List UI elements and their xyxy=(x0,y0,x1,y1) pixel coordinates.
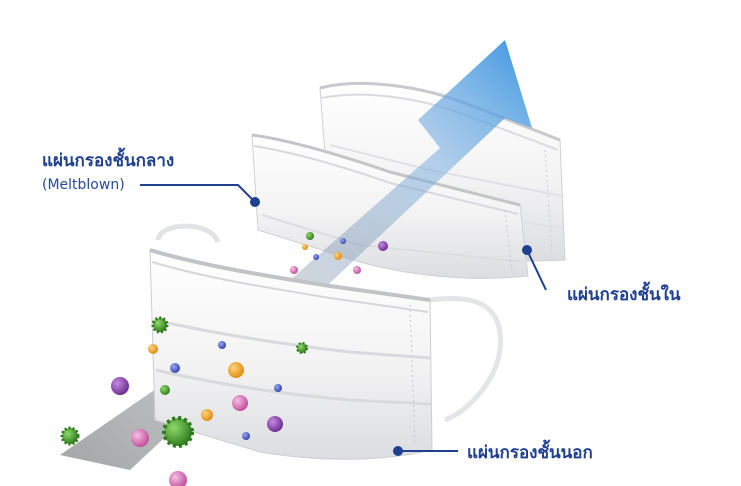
blue-virus-icon xyxy=(313,254,319,260)
orange-particle-icon xyxy=(228,362,244,378)
airflow-arrow xyxy=(60,40,532,470)
blue-virus-icon xyxy=(242,432,250,440)
pink-germ-icon xyxy=(290,266,298,274)
middle-layer-pointer xyxy=(140,184,256,203)
green-virus-icon xyxy=(151,316,169,334)
blue-virus-icon xyxy=(170,363,180,373)
outer-layer-label: แผ่นกรองชั้นนอก xyxy=(467,443,593,463)
green-virus-icon xyxy=(306,232,314,240)
inner-layer-pointer xyxy=(526,249,547,291)
middle-layer-label: แผ่นกรองชั้นกลาง xyxy=(42,151,175,171)
green-virus-icon xyxy=(160,385,170,395)
orange-particle-icon xyxy=(334,252,342,260)
pointer-dots xyxy=(250,197,532,456)
inner-layer-label: แผ่นกรองชั้นใน xyxy=(567,285,681,305)
orange-particle-icon xyxy=(302,244,308,250)
purple-virus-icon xyxy=(378,241,388,251)
pink-germ-icon xyxy=(131,429,149,447)
blue-virus-icon xyxy=(218,341,226,349)
purple-virus-icon xyxy=(111,377,129,395)
green-virus-icon xyxy=(60,426,80,446)
green-virus-icon xyxy=(296,342,308,354)
pink-germ-icon xyxy=(232,395,248,411)
blue-virus-icon xyxy=(274,384,282,392)
orange-particle-icon xyxy=(201,409,213,421)
pink-germ-icon xyxy=(169,471,187,486)
germ-particles xyxy=(60,232,388,486)
orange-particle-icon xyxy=(148,344,158,354)
middle-layer-sublabel: (Meltblown) xyxy=(42,177,125,193)
green-virus-icon xyxy=(162,416,194,448)
pink-germ-icon xyxy=(353,266,361,274)
blue-virus-icon xyxy=(340,238,346,244)
outer-mask-layer xyxy=(149,223,503,460)
purple-virus-icon xyxy=(267,416,283,432)
pointer-lines xyxy=(140,184,547,452)
